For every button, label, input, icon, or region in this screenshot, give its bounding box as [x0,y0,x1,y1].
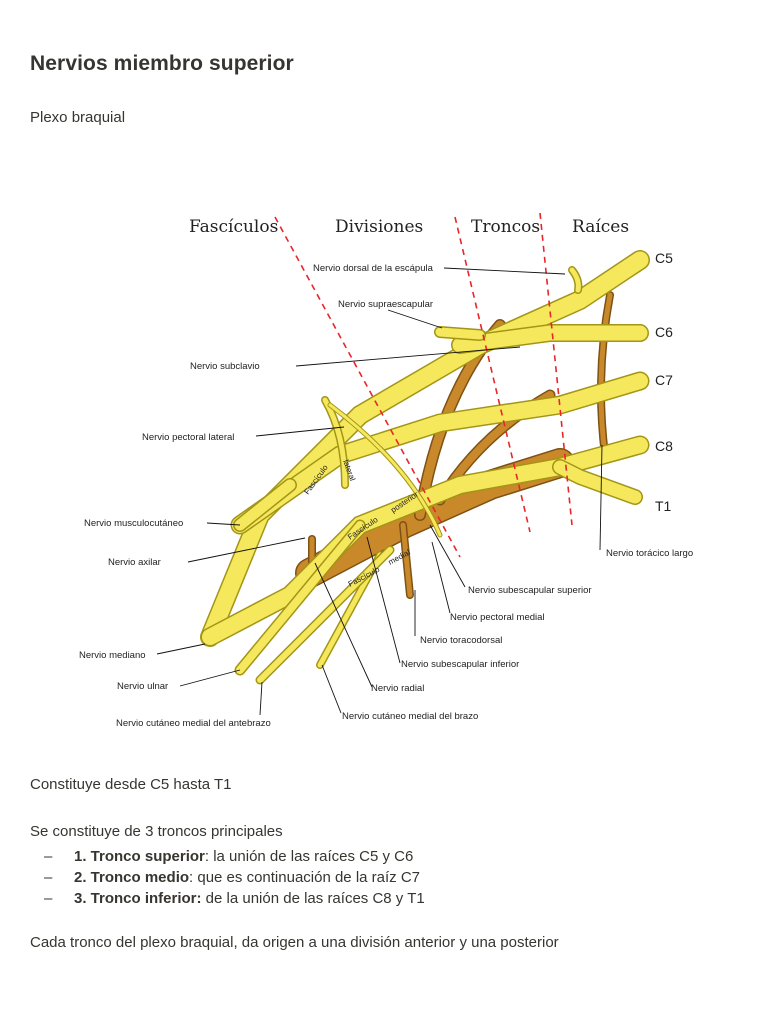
label-axilar: Nervio axilar [108,557,161,568]
label-subclavio: Nervio subclavio [190,361,260,372]
leader-lines [156,267,603,716]
list-item-bold: 1. Tronco superior [74,848,205,865]
region-dividers [274,212,573,558]
root-c5: C5 [655,250,673,266]
label-toracico-largo: Nervio torácico largo [606,548,693,559]
header-troncos: Troncos [471,217,540,237]
label-supraescapular: Nervio supraescapular [338,299,433,310]
page-subtitle: Plexo braquial [30,109,126,126]
label-subescapular-superior: Nervio subescapular superior [468,585,592,596]
list-item: – 1. Tronco superior: la unión de las ra… [30,846,425,867]
list-item-bold: 2. Tronco medio [74,869,190,886]
root-c6: C6 [655,324,673,340]
label-ulnar: Nervio ulnar [117,681,168,692]
label-cutaneo-brazo: Nervio cutáneo medial del brazo [342,711,478,722]
root-c7: C7 [655,372,673,388]
list-item-bold: 3. Tronco inferior: [74,890,202,907]
yellow-nerves [200,250,650,685]
label-pectoral-medial: Nervio pectoral medial [450,612,545,623]
label-cutaneo-antebrazo: Nervio cutáneo medial del antebrazo [116,718,271,729]
trunks-list: – 1. Tronco superior: la unión de las ra… [30,846,425,909]
paragraph-trunks-intro: Se constituye de 3 troncos principales [30,823,283,840]
header-divisiones: Divisiones [335,217,423,237]
list-item-text: : la unión de las raíces C5 y C6 [204,848,414,865]
page-title: Nervios miembro superior [30,52,294,75]
list-item: – 3. Tronco inferior: de la unión de las… [30,888,425,909]
list-item-text: de la unión de las raíces C8 y T1 [201,890,425,907]
root-t1: T1 [655,498,672,514]
label-toracodorsal: Nervio toracodorsal [420,635,502,646]
label-musculocutaneo: Nervio musculocutáneo [84,518,183,529]
paragraph-range: Constituye desde C5 hasta T1 [30,776,232,793]
list-item-text: : que es continuación de la raíz C7 [189,869,421,886]
label-pectoral-lateral: Nervio pectoral lateral [142,432,234,443]
paragraph-divisions: Cada tronco del plexo braquial, da orige… [30,934,559,951]
header-fasciculos: Fascículos [189,217,278,237]
list-item: – 2. Tronco medio: que es continuación d… [30,867,425,888]
brachial-plexus-diagram: Fascículos Divisiones Troncos Raíces [60,195,720,755]
label-mediano: Nervio mediano [79,650,146,661]
root-c8: C8 [655,438,673,454]
list-bullet: – [44,890,53,907]
list-bullet: – [44,848,53,865]
header-raices: Raíces [572,217,629,237]
label-radial: Nervio radial [371,683,424,694]
list-bullet: – [44,869,53,886]
label-dorsal-escapula: Nervio dorsal de la escápula [313,263,434,274]
label-subescapular-inferior: Nervio subescapular inferior [401,659,519,670]
